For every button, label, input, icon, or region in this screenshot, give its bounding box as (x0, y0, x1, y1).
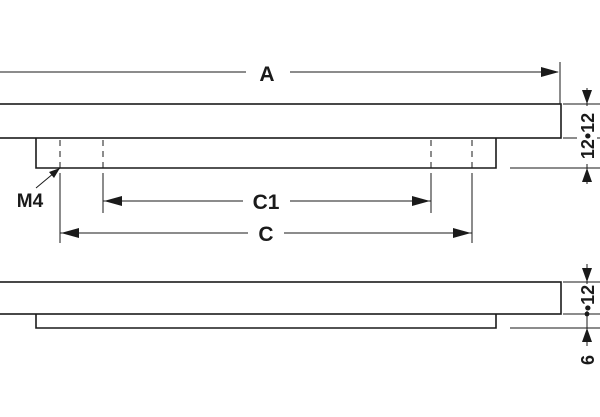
side-height-dot (584, 311, 590, 317)
dimension-c-arrow-right (453, 228, 471, 238)
dimension-c1-arrow-left (104, 196, 122, 206)
dimension-c1-label: C1 (253, 191, 280, 214)
dimension-a: A (0, 62, 561, 104)
side-height-label-background (577, 284, 597, 311)
thread-label: M4 (17, 191, 44, 212)
side-height-label: •12 (578, 285, 598, 311)
side-height-arrow-bottom (582, 328, 592, 342)
thread-leader-arrow (49, 168, 60, 178)
top-view-handle-bar (0, 103, 562, 139)
thread-callout: M4 (17, 167, 61, 212)
side-view-handle-bar (0, 281, 562, 315)
dimension-c: C (59, 178, 473, 246)
side-view-base-plate (35, 314, 497, 329)
side-height-arrow-top (582, 268, 592, 282)
dimension-a-label: A (259, 63, 274, 86)
dimension-c1-arrow-right (412, 196, 430, 206)
side-view-height-dimensions: •12 6 (510, 264, 600, 370)
top-height-label-background (577, 106, 597, 164)
base-thickness-label: 6 (578, 355, 598, 365)
top-height-arrow-top (582, 90, 592, 104)
top-height-label: 12•12 (578, 113, 598, 159)
top-view-base-plate (35, 138, 497, 169)
top-view (0, 103, 562, 178)
top-height-arrow-bottom (582, 168, 592, 182)
dimension-a-arrow (541, 67, 559, 77)
dimension-c1: C1 (102, 178, 432, 214)
side-view (0, 281, 562, 329)
dimension-c-label: C (258, 223, 273, 246)
top-view-height-dimensions: 12•12 (510, 88, 600, 184)
base-thickness-label-background (577, 346, 597, 370)
dimension-c-arrow-left (61, 228, 79, 238)
